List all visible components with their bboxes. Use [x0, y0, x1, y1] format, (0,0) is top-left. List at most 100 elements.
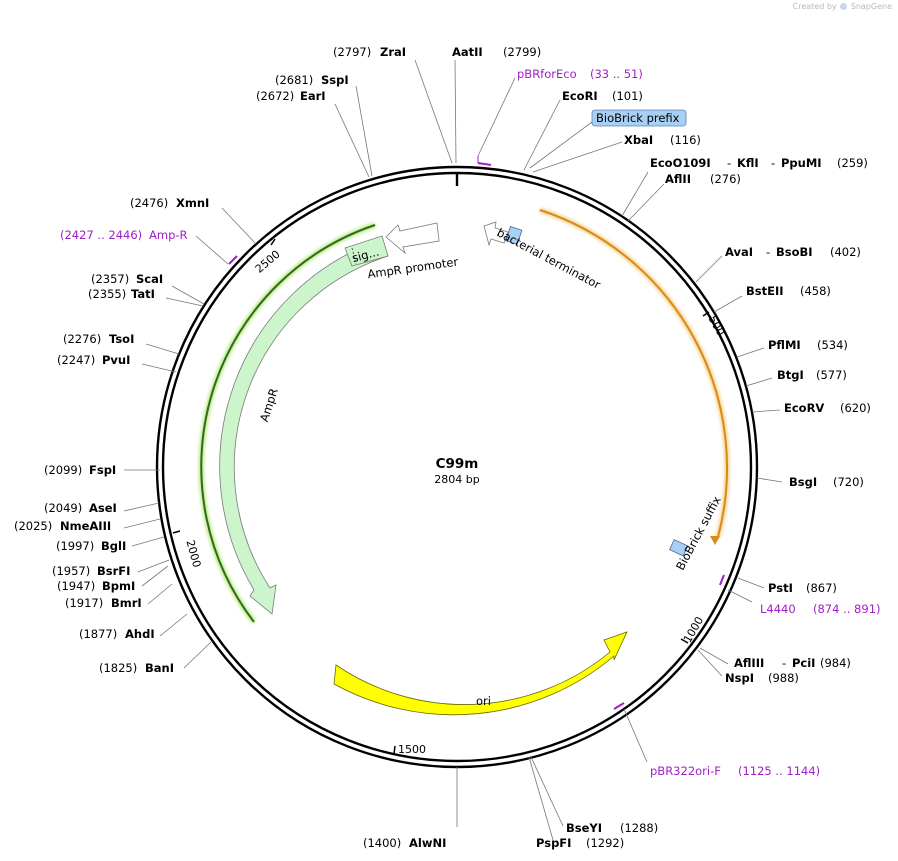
signal-peptide-label: sig...: [350, 245, 380, 266]
svg-text:(2357): (2357): [91, 272, 129, 286]
primer-marks: [228, 156, 725, 710]
ori-arrow[interactable]: [333, 631, 628, 716]
enzyme-bmri[interactable]: (1917)BmrI: [65, 596, 142, 610]
enzyme-bseyi[interactable]: BseYI(1288): [566, 821, 658, 835]
ampr-feature[interactable]: sig... AmpR: [198, 222, 389, 624]
svg-text:EcoRV: EcoRV: [784, 401, 824, 415]
svg-text:pBR322ori-F: pBR322ori-F: [650, 764, 721, 778]
svg-text:BglI: BglI: [101, 539, 126, 553]
primer-l4440[interactable]: L4440(874 .. 891): [760, 602, 881, 616]
enzyme-bpmi[interactable]: (1947)BpmI: [57, 579, 135, 593]
ori-feature[interactable]: ori: [333, 631, 628, 716]
svg-text:BsoBI: BsoBI: [776, 245, 813, 259]
enzyme-alwni[interactable]: (1400)AlwNI: [363, 836, 446, 850]
svg-text:(534): (534): [817, 338, 848, 352]
signal-peptide-box[interactable]: [344, 235, 389, 267]
watermark-brand: SnapGene: [850, 2, 892, 11]
svg-text:(1957): (1957): [52, 564, 90, 578]
svg-text:(2797): (2797): [333, 45, 371, 59]
enzyme-ecori[interactable]: EcoRI(101): [562, 89, 643, 103]
svg-text:(2247): (2247): [57, 353, 95, 367]
svg-text:(1917): (1917): [65, 596, 103, 610]
svg-text:(2672): (2672): [256, 89, 294, 103]
svg-text:(1877): (1877): [79, 627, 117, 641]
enzyme-bsrfi[interactable]: (1957)BsrFI: [52, 564, 130, 578]
ampr-arrow[interactable]: [219, 239, 389, 615]
enzyme-aatii[interactable]: AatII(2799): [452, 45, 541, 59]
biobrick-prefix-label: BioBrick prefix: [596, 111, 680, 125]
enzyme-btgi[interactable]: BtgI(577): [777, 368, 847, 382]
enzyme-asei[interactable]: (2049)AseI: [44, 501, 117, 515]
enzyme-pspfi[interactable]: PspFI (1292): [536, 836, 624, 850]
svg-text:PflMI: PflMI: [768, 338, 801, 352]
svg-text:AlwNI: AlwNI: [409, 836, 446, 850]
enzyme-sspi[interactable]: (2681)SspI: [275, 73, 349, 87]
biobrick-suffix[interactable]: BioBrick suffix: [669, 494, 724, 573]
svg-text:BpmI: BpmI: [102, 579, 135, 593]
enzyme-psti[interactable]: PstI(867): [768, 581, 837, 595]
svg-text:(2355): (2355): [88, 287, 126, 301]
svg-text:PciI: PciI: [792, 656, 815, 670]
enzyme-aflii[interactable]: AflII(276): [665, 172, 741, 186]
primer-pbrforeco[interactable]: pBRforEco(33 .. 51): [517, 67, 643, 81]
enzyme-bani[interactable]: (1825)BanI: [99, 661, 174, 675]
terminator-arrow[interactable]: [483, 221, 509, 247]
svg-text:AhdI: AhdI: [125, 627, 155, 641]
svg-text:BstEII: BstEII: [746, 284, 784, 298]
primer-mark-pbrforeco: [477, 162, 492, 166]
biobrick-prefix-tag[interactable]: BioBrick prefix: [591, 109, 687, 127]
svg-text:ZraI: ZraI: [380, 45, 406, 59]
svg-text:(2025): (2025): [14, 519, 52, 533]
svg-text:(116): (116): [670, 133, 701, 147]
primer-mark-pbr322ori: [613, 702, 625, 710]
enzyme-fspi[interactable]: (2099)FspI: [44, 463, 116, 477]
enzyme-ahdi[interactable]: (1877) AhdI: [79, 627, 155, 641]
svg-text:XmnI: XmnI: [176, 196, 209, 210]
enzyme-eari[interactable]: (2672)EarI: [256, 89, 326, 103]
primer-pbr322ori-f[interactable]: pBR322ori-F(1125 .. 1144): [650, 764, 820, 778]
bacterial-terminator[interactable]: bacterial terminator: [483, 221, 603, 292]
enzyme-ecoo109i[interactable]: EcoO109I - KflI - PpuMI (259): [650, 156, 868, 170]
biobrick-suffix-label: BioBrick suffix: [673, 494, 724, 573]
svg-text:(1292): (1292): [586, 836, 624, 850]
svg-text:(577): (577): [816, 368, 847, 382]
svg-text:BsgI: BsgI: [789, 475, 817, 489]
leader-lines: [123, 59, 783, 841]
snapgene-watermark: Created by SnapGene: [793, 2, 892, 11]
enzyme-xmni[interactable]: (2476)XmnI: [130, 196, 209, 210]
svg-text:(2681): (2681): [275, 73, 313, 87]
svg-text:NspI: NspI: [725, 671, 754, 685]
svg-text:(867): (867): [806, 581, 837, 595]
ruler-tick-500: 500: [702, 311, 727, 338]
svg-text:(2427 .. 2446): (2427 .. 2446): [60, 228, 142, 242]
enzyme-labels: (2797) ZraI AatII(2799) (2681)SspI (2672)…: [14, 45, 871, 850]
primer-amp-r[interactable]: (2427 .. 2446)Amp-R: [60, 228, 188, 242]
enzyme-zrai[interactable]: (2797) ZraI: [333, 45, 406, 59]
biobrick-prefix-box[interactable]: [505, 225, 523, 245]
enzyme-nspi[interactable]: NspI (988): [725, 671, 799, 685]
svg-text:(874 .. 891): (874 .. 891): [813, 602, 881, 616]
enzyme-afliii[interactable]: AflIII - PciI (984): [734, 656, 851, 670]
svg-text:(101): (101): [612, 89, 643, 103]
svg-text:PspFI: PspFI: [536, 836, 571, 850]
enzyme-bsteii[interactable]: BstEII(458): [746, 284, 831, 298]
enzyme-tsoi[interactable]: (2276)TsoI: [63, 332, 134, 346]
enzyme-ecorv[interactable]: EcoRV(620): [784, 401, 871, 415]
ampr-promoter-arrow[interactable]: [385, 222, 440, 255]
ruler-label-2000: 2000: [184, 539, 204, 569]
svg-text:BanI: BanI: [145, 661, 174, 675]
svg-text:pBRforEco: pBRforEco: [517, 67, 577, 81]
biobrick-suffix-box[interactable]: [669, 539, 689, 557]
enzyme-bsgi[interactable]: BsgI(720): [789, 475, 864, 489]
enzyme-pflmi[interactable]: PflMI (534): [768, 338, 848, 352]
enzyme-scai[interactable]: (2357)ScaI: [91, 272, 163, 286]
enzyme-bgli[interactable]: (1997) BglI: [56, 539, 126, 553]
enzyme-avai[interactable]: AvaI - BsoBI (402): [725, 245, 861, 259]
svg-text:(988): (988): [768, 671, 799, 685]
enzyme-tati[interactable]: (2355)TatI: [88, 287, 155, 301]
svg-text:(1997): (1997): [56, 539, 94, 553]
enzyme-pvui[interactable]: (2247)PvuI: [57, 353, 130, 367]
enzyme-nmeaiii[interactable]: (2025)NmeAIII: [14, 519, 111, 533]
ruler: 500 1000 1500 2000 2500: [172, 238, 727, 756]
enzyme-xbai[interactable]: XbaI(116): [624, 133, 701, 147]
